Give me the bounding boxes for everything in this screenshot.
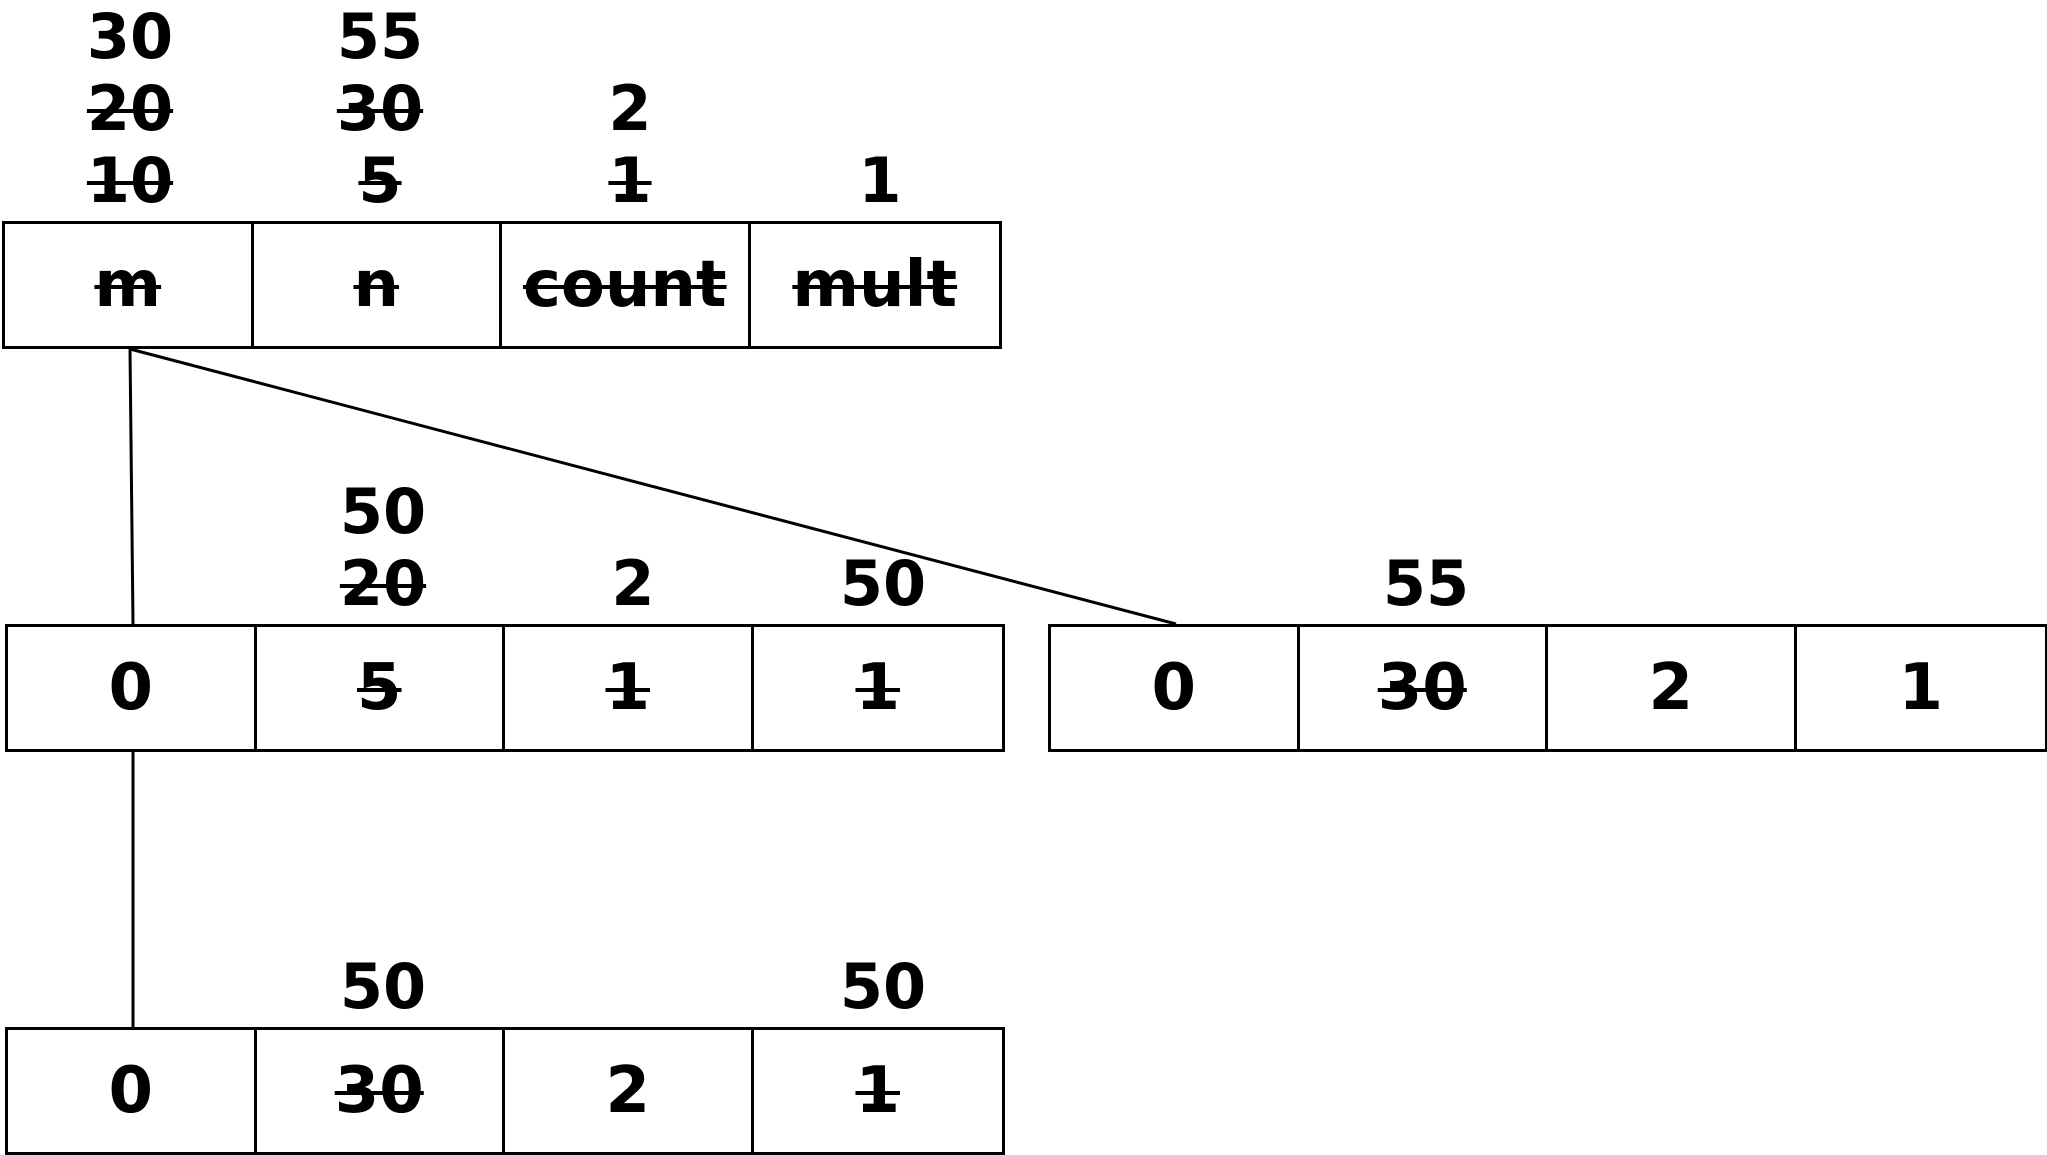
frame-cell: mult (751, 224, 999, 346)
value-history: 2 (508, 548, 758, 620)
history-value: 1 (858, 144, 902, 217)
frame-mid-right: 0 30 2 1 (1048, 624, 2047, 752)
cell-label: 5 (356, 651, 402, 725)
history-value: 10 (86, 144, 174, 217)
frame-cell: 30 (257, 1030, 505, 1152)
cell-label: 1 (1898, 651, 1943, 725)
history-value: 50 (839, 950, 927, 1023)
cell-label: 1 (855, 651, 900, 725)
cell-label: count (522, 248, 727, 322)
history-value: 30 (86, 0, 174, 73)
history-value: 50 (339, 475, 427, 548)
frame-cell: 1 (754, 1030, 1002, 1152)
cell-label: 1 (855, 1054, 900, 1128)
frame-cell: count (502, 224, 751, 346)
cell-label: 0 (1151, 651, 1197, 725)
frame-bottom: 0 30 2 1 (5, 1027, 1005, 1155)
cell-label: mult (792, 248, 958, 322)
cell-label: 2 (1648, 651, 1694, 725)
cell-label: 1 (605, 651, 651, 725)
history-value: 2 (611, 547, 655, 620)
frame-cell: n (254, 224, 502, 346)
frame-cell: 1 (1797, 627, 2045, 749)
frame-mid-left: 0 5 1 1 (5, 624, 1005, 752)
frame-cell: 0 (8, 627, 257, 749)
history-value: 5 (358, 144, 402, 217)
value-history: 50 (758, 548, 1008, 620)
history-value: 55 (336, 0, 424, 73)
frame-cell: 0 (1051, 627, 1300, 749)
history-value: 50 (339, 950, 427, 1023)
frame-cell: 30 (1300, 627, 1548, 749)
connector-line (129, 347, 1177, 626)
cell-label: 30 (1377, 651, 1467, 725)
frame-cell: m (5, 224, 254, 346)
value-history: 50 (758, 951, 1008, 1023)
frame-cell: 2 (1548, 627, 1797, 749)
cell-label: 2 (605, 1054, 651, 1128)
value-history: 1 (755, 145, 1005, 217)
history-value: 20 (86, 72, 174, 145)
history-value: 50 (839, 547, 927, 620)
frame-cell: 1 (754, 627, 1002, 749)
frame-cell: 2 (505, 1030, 754, 1152)
cell-label: m (94, 248, 162, 322)
frame-cell: 5 (257, 627, 505, 749)
history-value: 30 (336, 72, 424, 145)
history-value: 20 (339, 547, 427, 620)
cell-label: n (353, 248, 400, 322)
history-value: 2 (608, 72, 652, 145)
value-history: 55 (1301, 548, 1551, 620)
history-value: 55 (1382, 547, 1470, 620)
cell-label: 0 (108, 1054, 154, 1128)
cell-label: 0 (108, 651, 154, 725)
frame-cell: 0 (8, 1030, 257, 1152)
frame-top: m n count mult (2, 221, 1002, 349)
frame-cell: 1 (505, 627, 754, 749)
history-value: 1 (608, 144, 652, 217)
cell-label: 30 (334, 1054, 424, 1128)
connector-line (128, 348, 135, 625)
value-history: 50 (258, 951, 508, 1023)
